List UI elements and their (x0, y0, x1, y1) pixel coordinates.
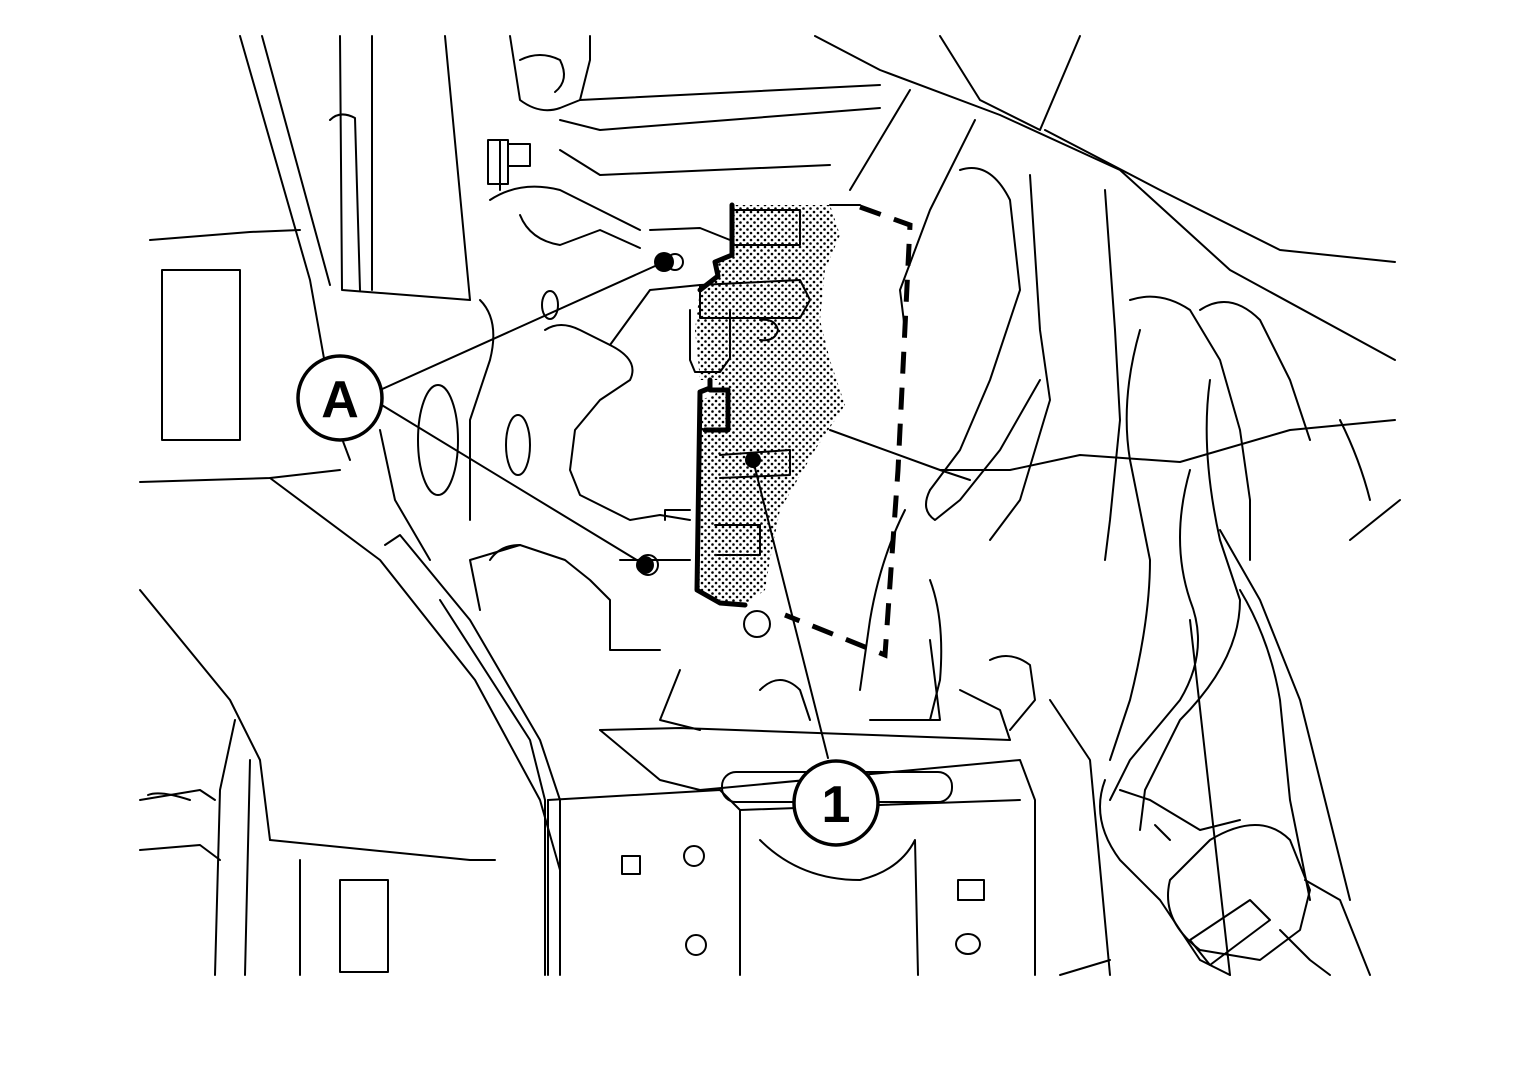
center-pillar-linework (379, 35, 881, 976)
callout-1-label: 1 (822, 776, 851, 834)
bracket-component (689, 202, 861, 608)
bracket-outline-dashed (784, 204, 913, 659)
callout-1: 1 (792, 759, 880, 847)
lower-panel-linework (547, 639, 1036, 976)
leader-line-a-lower (379, 403, 646, 566)
callout-a-label: A (321, 371, 359, 429)
leader-line-a-upper (379, 261, 665, 391)
right-harness-linework (814, 35, 1401, 976)
leader-line-1 (752, 459, 829, 759)
callout-a: A (296, 354, 384, 442)
left-frame-linework (139, 35, 561, 976)
mounting-plate-linework (469, 227, 731, 651)
